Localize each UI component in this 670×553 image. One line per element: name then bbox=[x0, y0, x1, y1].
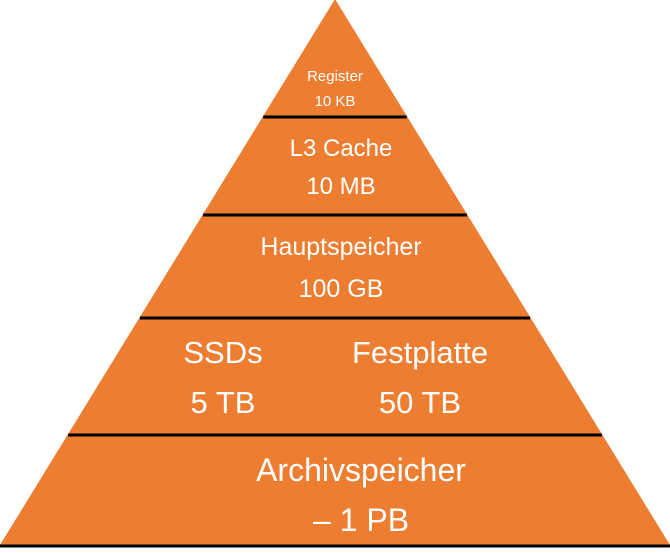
tier-register: Register 10 KB bbox=[307, 68, 363, 110]
tier-archive-storage: Archivspeicher – 1 PB bbox=[256, 452, 466, 538]
tier-register-name: Register bbox=[307, 68, 363, 85]
tier-main-memory: Hauptspeicher 100 GB bbox=[260, 233, 421, 303]
tier-ssd-size: 5 TB bbox=[191, 385, 256, 420]
tier-dividers bbox=[0, 115, 670, 548]
tier-hdd-size: 50 TB bbox=[379, 385, 461, 420]
tier-main-memory-size: 100 GB bbox=[299, 275, 384, 303]
tier-l3-cache-size: 10 MB bbox=[306, 173, 375, 200]
tier-ssd-name: SSDs bbox=[183, 335, 262, 370]
tier-archive-name: Archivspeicher bbox=[256, 452, 466, 488]
tier-disk-storage: SSDs 5 TB Festplatte 50 TB bbox=[183, 335, 488, 420]
tier-l3-cache-name: L3 Cache bbox=[290, 135, 393, 162]
tier-l3-cache: L3 Cache 10 MB bbox=[290, 135, 393, 200]
tier-register-size: 10 KB bbox=[315, 93, 356, 110]
tier-hdd-name: Festplatte bbox=[352, 335, 488, 370]
tier-main-memory-name: Hauptspeicher bbox=[260, 233, 421, 261]
tier-archive-size: – 1 PB bbox=[313, 502, 409, 538]
